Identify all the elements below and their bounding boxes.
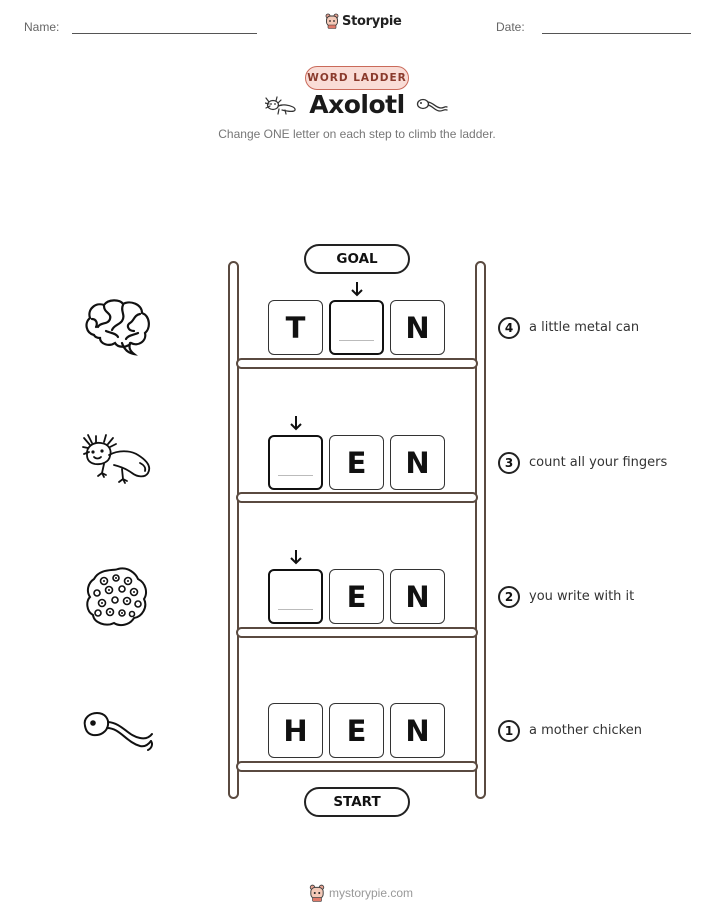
step-clue: you write with it (529, 589, 635, 604)
arrow-down-icon (290, 550, 302, 565)
write-line (278, 475, 313, 476)
brand-logo: Storypie (325, 13, 402, 29)
letter-box: N (390, 569, 445, 624)
brain-icon (85, 299, 150, 356)
storypie-mascot-icon (309, 884, 325, 902)
goal-label: GOAL (304, 244, 410, 274)
name-line[interactable] (72, 33, 257, 34)
start-label: START (304, 787, 410, 817)
arrow-down-icon (351, 282, 363, 297)
letter-box: H (268, 703, 323, 758)
frogspawn-icon (86, 567, 147, 627)
footer-url[interactable]: mystorypie.com (329, 886, 414, 900)
write-line (339, 340, 374, 341)
arrow-down-icon (290, 416, 302, 431)
letter-box: E (329, 703, 384, 758)
storypie-mascot-icon (325, 13, 339, 29)
ladder-rung (236, 358, 478, 369)
step-number: 3 (498, 452, 520, 474)
letter-box: T (268, 300, 323, 355)
letter-box: N (390, 300, 445, 355)
brand-name: Storypie (342, 13, 402, 29)
axolotl-icon (82, 434, 151, 484)
page-title: Axolotl (309, 90, 405, 119)
ladder-rung (236, 761, 478, 772)
tadpole-icon (83, 712, 153, 751)
letter-input-box[interactable] (268, 569, 323, 624)
tadpole-small-icon (416, 98, 448, 112)
axolotl-small-icon (265, 96, 296, 115)
name-label: Name: (24, 20, 60, 34)
ladder-rung (236, 492, 478, 503)
write-line (278, 609, 313, 610)
letter-box: N (390, 703, 445, 758)
letter-input-box[interactable] (268, 435, 323, 490)
footer: mystorypie.com (309, 884, 413, 902)
step-number: 4 (498, 317, 520, 339)
letter-input-box[interactable] (329, 300, 384, 355)
date-label: Date: (496, 20, 525, 34)
letter-box: E (329, 569, 384, 624)
step-clue: count all your fingers (529, 455, 668, 470)
letter-box: E (329, 435, 384, 490)
word-ladder-tag: WORD LADDER (305, 66, 409, 90)
ladder-right-rail (475, 261, 486, 799)
ladder-rung (236, 627, 478, 638)
ladder-left-rail (228, 261, 239, 799)
date-line[interactable] (542, 33, 691, 34)
letter-box: N (390, 435, 445, 490)
step-clue: a mother chicken (529, 723, 642, 738)
step-clue: a little metal can (529, 320, 640, 335)
step-number: 2 (498, 586, 520, 608)
step-number: 1 (498, 720, 520, 742)
instructions: Change ONE letter on each step to climb … (218, 127, 496, 141)
